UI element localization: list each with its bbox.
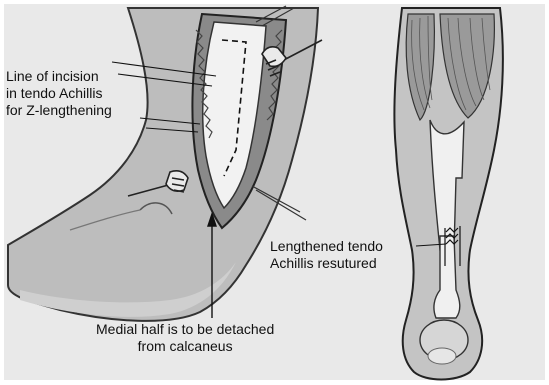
medial-label-line-2: from calcaneus: [96, 338, 274, 355]
incision-label-line-2: in tendo Achillis: [6, 85, 112, 102]
leg-panel: [394, 8, 502, 380]
lengthened-tendon-label: Lengthened tendo Achillis resutured: [270, 238, 383, 272]
lengthened-label-line-2: Achillis resutured: [270, 255, 383, 272]
incision-label-line-1: Line of incision: [6, 68, 112, 85]
medial-label-line-1: Medial half is to be detached: [96, 321, 274, 338]
incision-label-line-3: for Z-lengthening: [6, 102, 112, 119]
heel-pad: [428, 348, 456, 364]
medial-half-label: Medial half is to be detached from calca…: [96, 321, 274, 355]
incision-label: Line of incision in tendo Achillis for Z…: [6, 68, 112, 119]
lengthened-label-line-1: Lengthened tendo: [270, 238, 383, 255]
foot-panel: [8, 6, 322, 321]
